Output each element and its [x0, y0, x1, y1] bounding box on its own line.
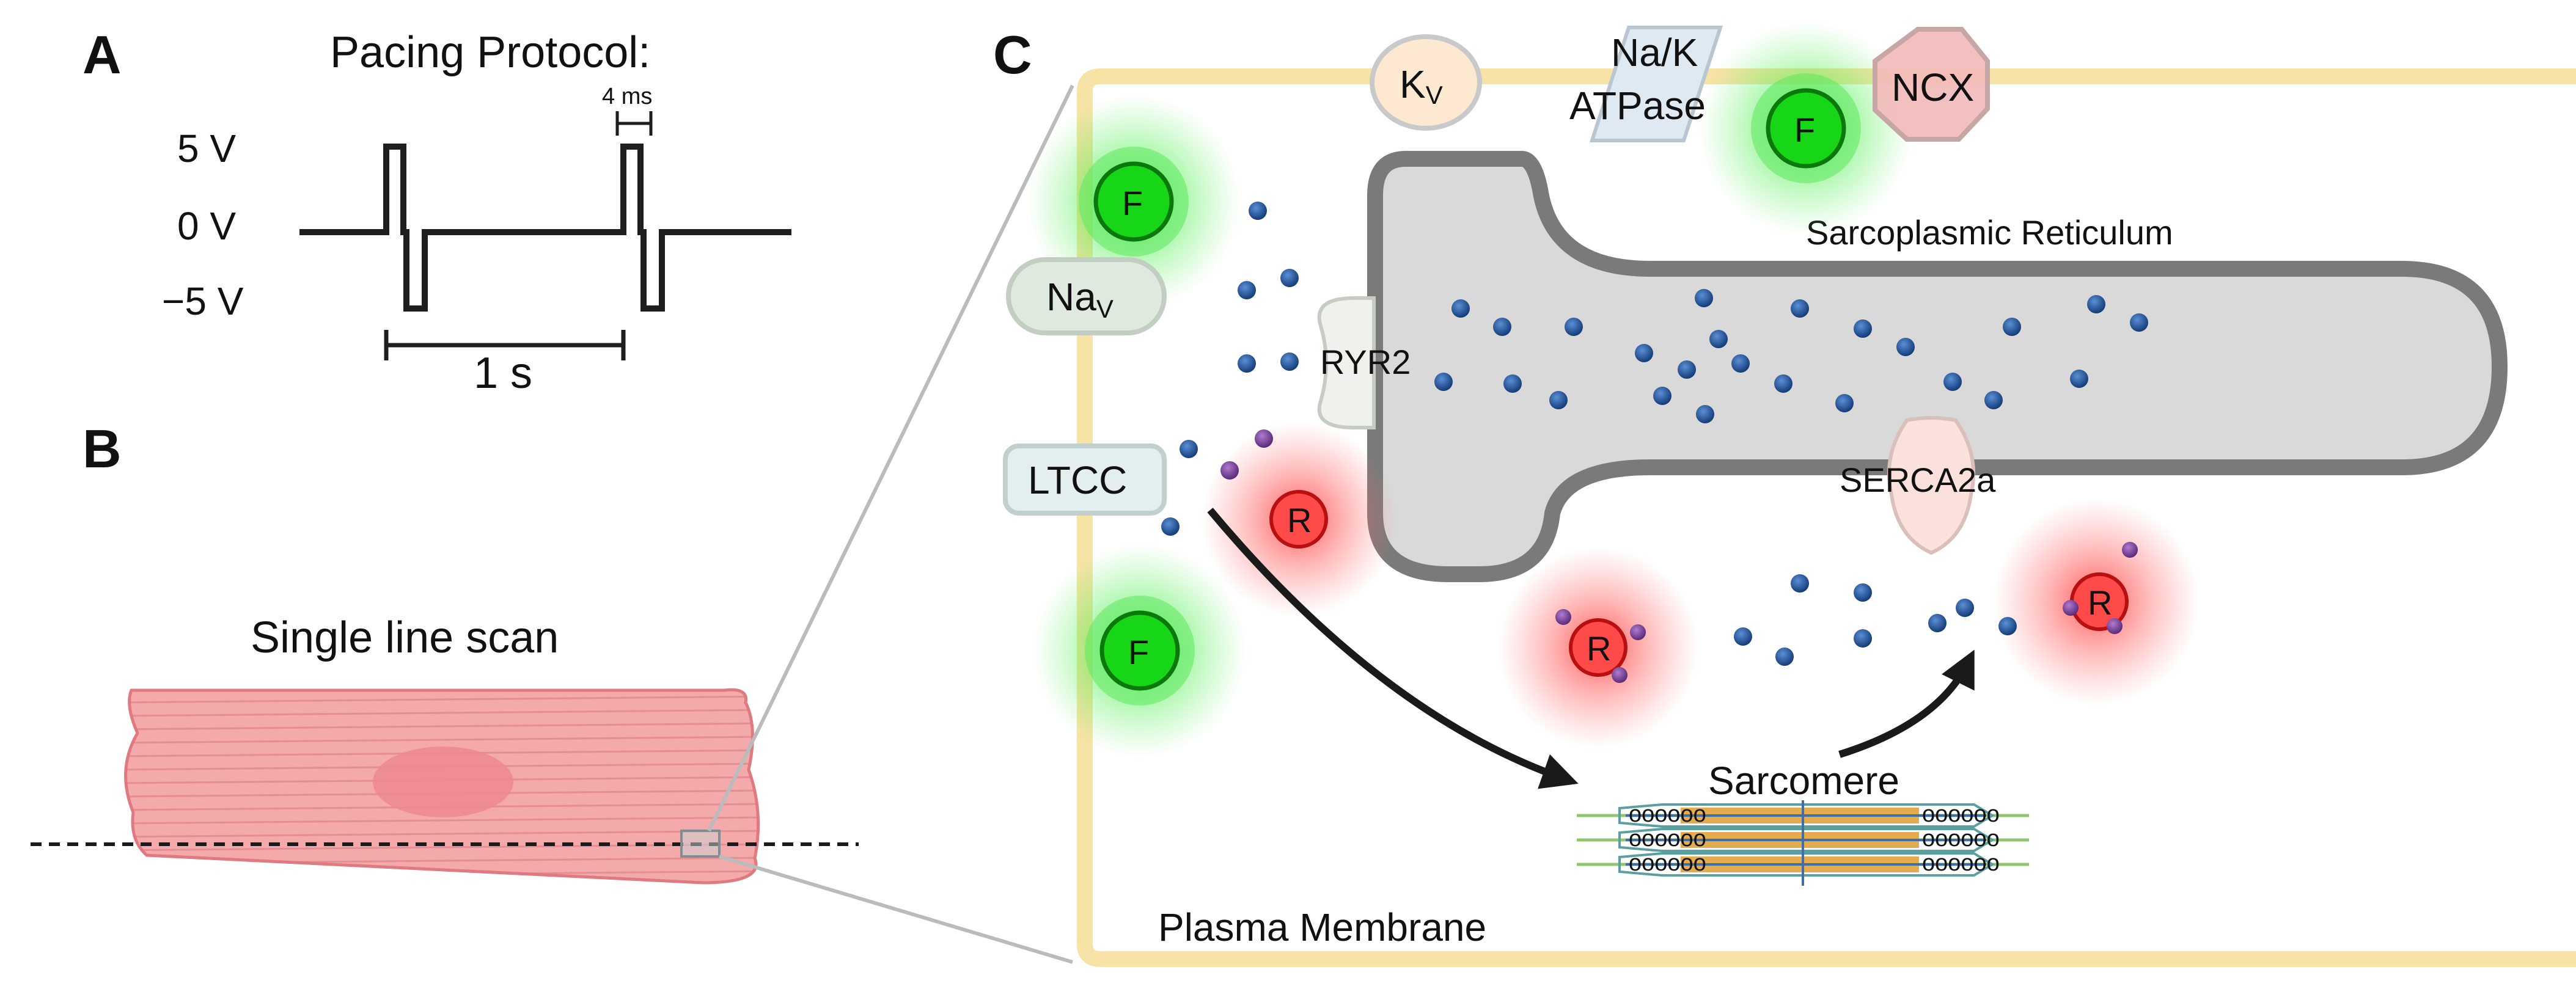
- panel-c: C Plasma Membrane Sarcoplasmic Reticulum…: [993, 21, 2576, 967]
- ryr2-channel: [1317, 296, 1376, 429]
- sarcomere-row: oooooo oooooo: [1577, 801, 2029, 828]
- ncx-label: NCX: [1892, 65, 1974, 109]
- flow-arrow-from-sarcomere: [1838, 649, 1975, 758]
- zoom-line-top: [707, 84, 1074, 832]
- svg-text:R: R: [1287, 501, 1312, 539]
- flow-arrow-to-sarcomere: [1207, 508, 1579, 789]
- period-bracket: [384, 330, 626, 360]
- sr-label: Sarcoplasmic Reticulum: [1806, 213, 2173, 252]
- pacing-waveform: [299, 144, 791, 312]
- svg-text:F: F: [1122, 184, 1143, 222]
- calcium-ions: [1161, 202, 2148, 666]
- axis-label-neg5v: −5 V: [162, 279, 244, 323]
- sarcoplasmic-reticulum: [1367, 151, 2508, 582]
- panel-a: A Pacing Protocol: 5 V 0 V −5 V 4 ms 1 s: [83, 24, 791, 398]
- nav-channel: [1006, 257, 1167, 335]
- rhod-indicator: R: [2063, 542, 2138, 634]
- nak-label-line2: ATPase: [1569, 84, 1706, 128]
- fluo-indicator: F: [1751, 73, 1861, 183]
- panel-c-letter: C: [993, 24, 1032, 85]
- panel-a-letter: A: [83, 24, 122, 85]
- pulse-width-label: 4 ms: [602, 84, 652, 109]
- ltcc-label: LTCC: [1028, 458, 1127, 502]
- nak-label-line1: Na/K: [1611, 31, 1698, 75]
- panel-b: B Single line scan: [31, 84, 1074, 964]
- zoom-line-bottom: [719, 855, 1073, 964]
- serca2a-pump: [1887, 416, 1976, 555]
- rhod-indicator: R: [1555, 609, 1646, 683]
- axis-label-0v: 0 V: [177, 204, 236, 248]
- plasma-membrane-label: Plasma Membrane: [1158, 905, 1486, 949]
- ncx-exchanger: [1873, 27, 1990, 142]
- sarcomere-row: oooooo oooooo: [1577, 850, 2029, 877]
- svg-text:R: R: [2088, 583, 2112, 622]
- svg-text:F: F: [1794, 111, 1815, 149]
- svg-text:oooooo: oooooo: [1922, 850, 2000, 876]
- plasma-membrane: [1077, 68, 2576, 967]
- panel-b-letter: B: [83, 418, 122, 479]
- kv-label: KV: [1400, 62, 1443, 109]
- svg-text:oooooo: oooooo: [1922, 826, 2000, 852]
- svg-text:oooooo: oooooo: [1629, 826, 1706, 852]
- nucleus: [373, 746, 513, 817]
- zoom-box: [680, 830, 721, 858]
- kv-channel: [1370, 34, 1482, 131]
- sarcomere-label: Sarcomere: [1708, 759, 1899, 803]
- ltcc-channel: [1003, 443, 1167, 516]
- sarcomere: oooooo oooooo oooooo oooooo oooooo ooooo…: [1577, 800, 2029, 886]
- svg-text:R: R: [1587, 629, 1611, 668]
- fluo-indicator: F: [1085, 596, 1195, 706]
- calcium-ions-bound: [1220, 429, 1273, 480]
- ryr2-label: RYR2: [1320, 343, 1411, 381]
- nak-atpase: [1589, 26, 1723, 142]
- rhod-indicator: R: [1269, 490, 1328, 549]
- svg-text:F: F: [1128, 633, 1149, 671]
- nav-label: NaV: [1046, 275, 1114, 323]
- serca-label: SERCA2a: [1840, 461, 1996, 499]
- pacing-title: Pacing Protocol:: [330, 28, 650, 77]
- fluo-indicator: F: [1079, 147, 1189, 257]
- pulse-width-bracket: [615, 111, 653, 136]
- svg-text:oooooo: oooooo: [1922, 801, 2000, 827]
- axis-label-5v: 5 V: [177, 126, 236, 170]
- svg-text:oooooo: oooooo: [1629, 801, 1706, 827]
- period-label: 1 s: [474, 349, 532, 398]
- line-scan-title: Single line scan: [251, 613, 559, 662]
- svg-text:oooooo: oooooo: [1629, 850, 1706, 876]
